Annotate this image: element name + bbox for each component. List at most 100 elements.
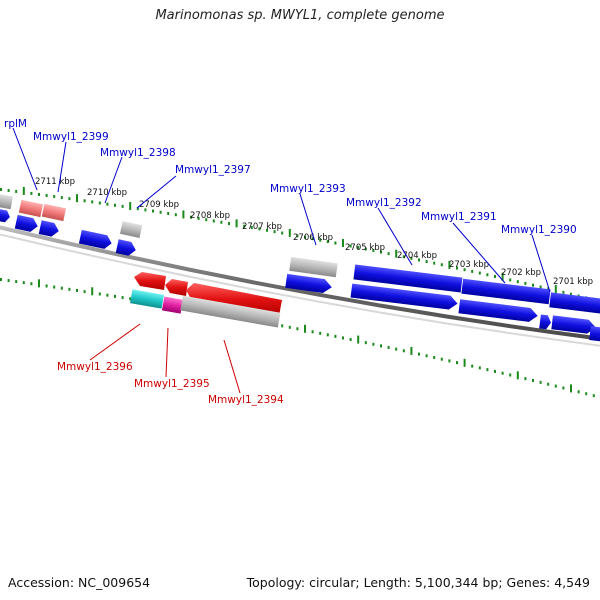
- gene-blue-d[interactable]: [115, 239, 137, 257]
- kbp-label: 2708 kbp: [190, 211, 230, 221]
- minor-tick: [532, 379, 534, 383]
- minor-tick: [539, 285, 542, 289]
- gene-blue-2392-bottom[interactable]: [350, 283, 459, 311]
- minor-tick: [562, 290, 565, 294]
- gene-blue-c[interactable]: [78, 229, 113, 250]
- label-mmwyl1-2391[interactable]: Mmwyl1_2391: [421, 211, 497, 223]
- gene-grey-2398[interactable]: [119, 221, 143, 238]
- leader-2393: [299, 193, 317, 246]
- minor-tick: [121, 296, 124, 300]
- gene-blue-a[interactable]: [14, 214, 39, 233]
- major-tick: [516, 371, 519, 380]
- minor-tick: [585, 392, 588, 396]
- gene-blue-2391-bottom[interactable]: [458, 299, 538, 323]
- minor-tick: [334, 241, 337, 245]
- major-tick: [395, 249, 398, 258]
- kbp-label: 2711 kbp: [35, 177, 75, 187]
- gene-grey-2394[interactable]: [180, 295, 281, 328]
- label-mmwyl1-2392[interactable]: Mmwyl1_2392: [346, 197, 422, 209]
- minor-tick: [570, 292, 572, 296]
- minor-tick: [83, 199, 86, 203]
- label-mmwyl1-2393[interactable]: Mmwyl1_2393: [270, 183, 346, 195]
- minor-tick: [281, 324, 284, 328]
- minor-tick: [106, 202, 109, 206]
- major-tick: [570, 384, 572, 393]
- label-mmwyl1-2394[interactable]: Mmwyl1_2394: [208, 394, 284, 406]
- label-mmwyl1-2397[interactable]: Mmwyl1_2397: [175, 164, 251, 176]
- gene-red-small-2[interactable]: [165, 279, 188, 296]
- label-mmwyl1-2390[interactable]: Mmwyl1_2390: [501, 224, 577, 236]
- minor-tick: [212, 219, 215, 223]
- minor-tick: [463, 268, 466, 272]
- kbp-label: 2704 kbp: [397, 251, 437, 261]
- minor-tick: [15, 280, 18, 284]
- minor-tick: [76, 288, 78, 292]
- minor-tick: [304, 235, 306, 239]
- minor-tick: [7, 279, 10, 283]
- minor-tick: [68, 287, 71, 291]
- gene-grey-2393[interactable]: [289, 256, 338, 278]
- gene-magenta-2395[interactable]: [161, 296, 184, 314]
- minor-tick: [478, 271, 481, 275]
- minor-tick: [296, 234, 299, 238]
- label-rplM[interactable]: rplM: [4, 118, 27, 130]
- minor-tick: [562, 386, 565, 390]
- gene-left-grey[interactable]: [0, 193, 13, 210]
- label-mmwyl1-2399[interactable]: Mmwyl1_2399: [33, 131, 109, 143]
- minor-tick: [334, 334, 337, 338]
- minor-tick: [53, 195, 56, 199]
- gene-blue-2391-top[interactable]: [461, 278, 551, 305]
- minor-tick: [197, 216, 200, 220]
- gene-blue-edge[interactable]: [589, 326, 600, 342]
- gene-red-small-1[interactable]: [134, 272, 166, 290]
- minor-tick: [425, 354, 428, 358]
- major-tick: [91, 287, 94, 296]
- minor-tick: [532, 283, 534, 287]
- minor-tick: [425, 260, 428, 264]
- minor-tick: [220, 220, 223, 224]
- gene-rplM-pink-2[interactable]: [41, 203, 67, 222]
- minor-tick: [98, 292, 101, 296]
- minor-tick: [554, 384, 557, 388]
- label-mmwyl1-2398[interactable]: Mmwyl1_2398: [100, 147, 176, 159]
- major-tick: [501, 272, 504, 281]
- minor-tick: [174, 213, 177, 217]
- minor-tick: [486, 368, 489, 372]
- minor-tick: [372, 249, 375, 253]
- gene-left-blue-1[interactable]: [0, 209, 11, 223]
- gene-blue-2390b-bottom[interactable]: [551, 315, 596, 334]
- minor-tick: [136, 207, 139, 211]
- major-tick: [288, 228, 291, 237]
- gene-blue-2390a-bottom[interactable]: [539, 314, 552, 330]
- minor-tick: [471, 364, 474, 368]
- minor-tick: [45, 193, 48, 197]
- major-tick: [38, 279, 40, 288]
- minor-tick: [114, 203, 116, 207]
- minor-tick: [380, 250, 382, 254]
- minor-tick: [258, 227, 261, 231]
- gene-blue-2390-top[interactable]: [549, 292, 600, 315]
- minor-tick: [509, 373, 512, 377]
- minor-tick: [395, 347, 398, 351]
- minor-tick: [448, 359, 451, 363]
- label-mmwyl1-2395[interactable]: Mmwyl1_2395: [134, 378, 210, 390]
- minor-tick: [516, 280, 519, 284]
- gene-blue-2393[interactable]: [285, 273, 333, 294]
- gene-red-long[interactable]: [186, 283, 282, 316]
- minor-tick: [288, 325, 291, 329]
- gene-cyan-2396[interactable]: [130, 289, 164, 309]
- minor-tick: [243, 224, 246, 228]
- gene-blue-b[interactable]: [38, 220, 60, 238]
- minor-tick: [228, 222, 230, 226]
- minor-tick: [486, 273, 489, 277]
- minor-tick: [60, 286, 63, 290]
- leader-2395: [165, 327, 169, 378]
- gene-rplM-pink-1[interactable]: [18, 199, 44, 218]
- major-tick: [554, 285, 557, 294]
- label-mmwyl1-2396[interactable]: Mmwyl1_2396: [57, 361, 133, 373]
- minor-tick: [326, 240, 329, 244]
- gene-blue-2392-top[interactable]: [353, 264, 463, 293]
- major-tick: [357, 335, 360, 344]
